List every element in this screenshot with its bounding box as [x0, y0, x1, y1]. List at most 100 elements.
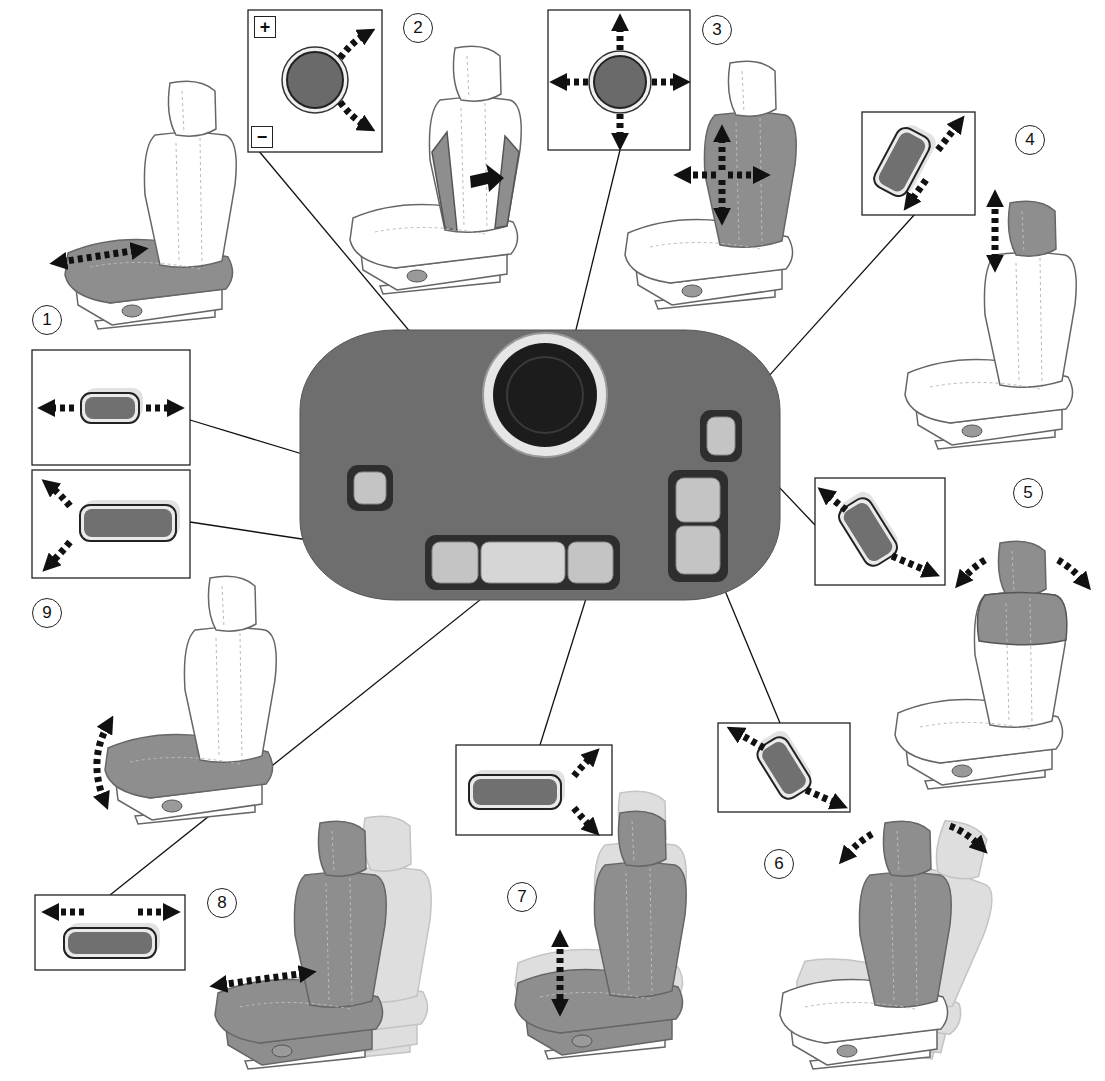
- seat-head: [1008, 201, 1056, 256]
- seat-figure: [895, 541, 1067, 789]
- backrest-lower-cap: [676, 526, 720, 574]
- motion-arrow: [60, 250, 138, 262]
- switch-icon: [81, 388, 143, 423]
- callout-number: 2: [403, 13, 433, 43]
- motion-arrow: [846, 834, 872, 856]
- motion-arrow: [50, 486, 70, 506]
- switch-icon: [469, 770, 565, 809]
- seat-stitching: [650, 71, 762, 249]
- switch-frame: [80, 505, 176, 541]
- motion-arrow: [574, 808, 592, 828]
- seat-figure: [105, 576, 276, 824]
- sign-symbol: +: [254, 16, 276, 38]
- motion-arrow: [340, 34, 366, 58]
- seat-figure: [625, 61, 796, 309]
- joystick-ring: [483, 333, 607, 457]
- motion-arrow: [892, 556, 930, 572]
- callout-number: 8: [207, 888, 237, 918]
- cushion-tilt-cap: [432, 542, 478, 583]
- switch-face: [759, 739, 809, 797]
- callout-number: 6: [764, 849, 794, 879]
- motion-arrow: [719, 180, 726, 215]
- motion-arrow: [617, 24, 624, 50]
- motion-arrow: [826, 494, 846, 510]
- motion-arrow: [560, 79, 588, 86]
- inset-box: [862, 112, 975, 215]
- seat-head: [363, 816, 411, 871]
- seat-stitching: [130, 586, 242, 764]
- seat-back: [859, 873, 951, 1008]
- switch-face: [876, 130, 928, 194]
- motion-arrow: [574, 756, 592, 776]
- switch-frame: [871, 124, 934, 199]
- callout-number: 1: [32, 305, 62, 335]
- motion-arrow: [340, 102, 366, 126]
- cushion-switch-frame: [425, 535, 620, 590]
- motion-arrow: [910, 180, 926, 202]
- inset-box: [718, 723, 850, 812]
- seat-back: [429, 98, 521, 233]
- seat-back: [184, 628, 276, 763]
- motion-arrow: [1058, 560, 1084, 582]
- seat-ghost: [515, 791, 686, 1039]
- seat-back: [984, 253, 1076, 388]
- switch-frame: [64, 928, 156, 958]
- seat-slide-cap: [481, 542, 565, 583]
- inset-box: [815, 478, 945, 585]
- motion-arrow: [719, 135, 726, 170]
- switch-face: [85, 397, 135, 419]
- seat-switch: [272, 1045, 292, 1057]
- seat-stitching: [805, 831, 917, 1009]
- inset-box: [456, 745, 612, 835]
- inset-box: [32, 470, 190, 578]
- pressure-arrow: [470, 164, 504, 192]
- seat-head: [618, 811, 666, 866]
- seat-back: [594, 863, 686, 998]
- seat-stitching: [920, 551, 1032, 729]
- motion-arrow: [138, 909, 170, 916]
- seat-head: [168, 81, 216, 136]
- switch-frame: [81, 393, 139, 423]
- seat-upper: [977, 593, 1066, 645]
- seat-figure: [905, 201, 1076, 449]
- motion-arrow: [557, 940, 564, 1006]
- switch-icon: [64, 923, 160, 958]
- seat-stitching: [540, 821, 652, 999]
- seat-switch: [407, 270, 427, 282]
- motion-arrow: [48, 405, 74, 412]
- motion-arrow: [652, 79, 680, 86]
- switch-face: [84, 509, 172, 537]
- motion-arrow: [684, 172, 716, 179]
- seat-back: [704, 113, 796, 248]
- callout-number: 4: [1015, 125, 1045, 155]
- upper-back-button-frame: [700, 410, 742, 462]
- motion-arrow: [736, 732, 764, 748]
- callout-number: 9: [32, 598, 62, 628]
- seat-head: [931, 819, 990, 884]
- control-knob-ring: [282, 47, 348, 113]
- motion-arrow: [52, 909, 84, 916]
- seat-switch: [572, 1035, 592, 1047]
- switch-icon: [80, 500, 180, 541]
- seat-switch: [682, 285, 702, 297]
- switch-face: [473, 779, 557, 805]
- seat-switch: [122, 305, 142, 317]
- control-knob: [594, 56, 646, 108]
- seat-head: [453, 46, 501, 101]
- seat-back: [294, 873, 386, 1008]
- motion-arrow: [992, 200, 999, 262]
- seat-figure: [65, 81, 236, 329]
- control-knob: [287, 52, 343, 108]
- joystick: [493, 343, 597, 447]
- motion-arrow: [950, 826, 980, 846]
- sign-symbol: −: [251, 126, 273, 148]
- seat-back: [974, 593, 1066, 728]
- motion-arrow: [962, 560, 985, 580]
- inset-box: [248, 10, 382, 152]
- control-panel: [300, 330, 780, 600]
- seat-switch: [162, 800, 182, 812]
- joystick-face: [507, 357, 583, 433]
- seat-switch: [962, 425, 982, 437]
